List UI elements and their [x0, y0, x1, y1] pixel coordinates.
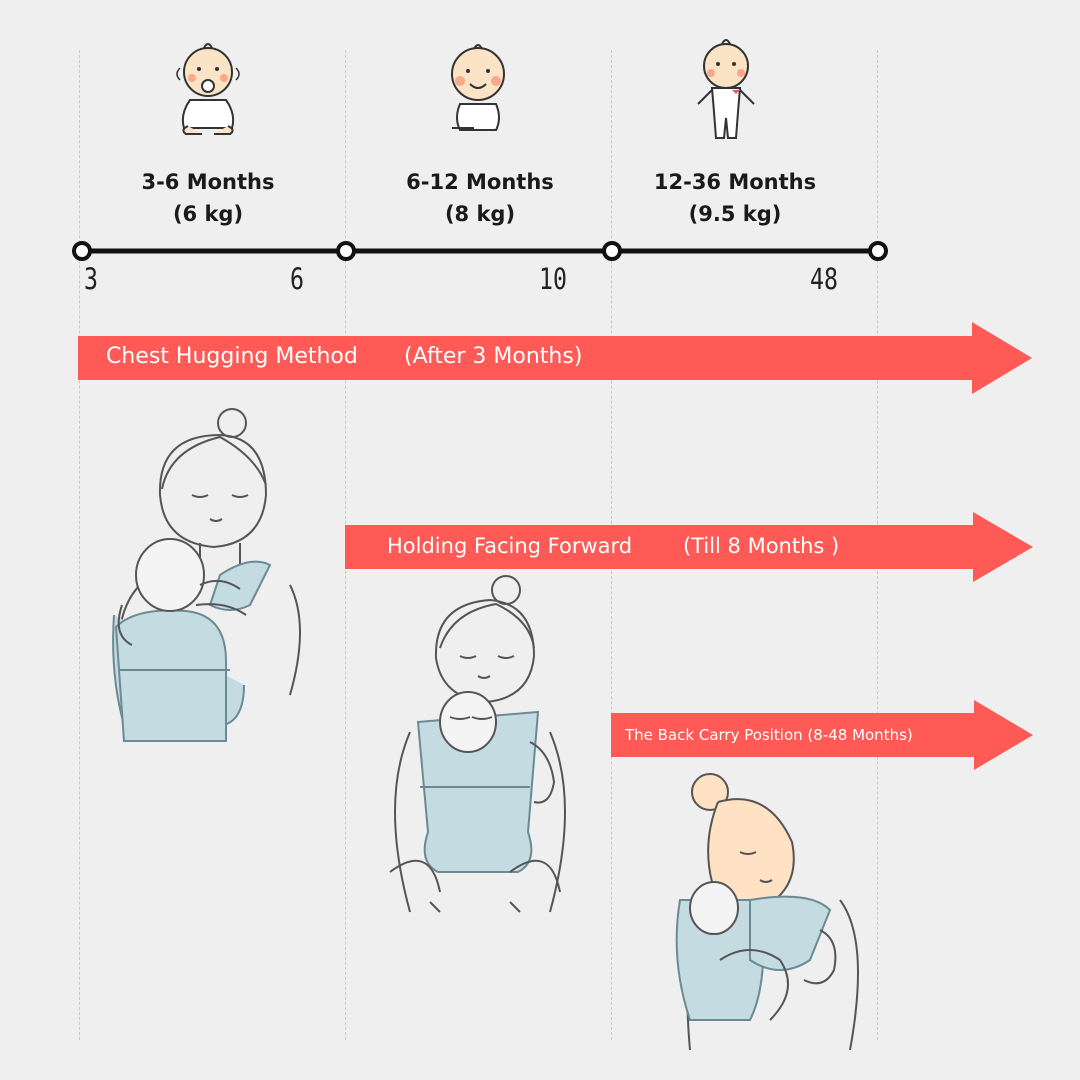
- method-note: (Till 8 Months ): [683, 534, 840, 558]
- age-label-stage-3: 12-36 Months (9.5 kg): [625, 166, 845, 230]
- method-name: Holding Facing Forward: [387, 534, 633, 558]
- method-note: (After 3 Months): [404, 344, 583, 369]
- arrow-back-carry: The Back Carry Position (8-48 Months): [611, 700, 1034, 770]
- standing-toddler-icon: [697, 39, 755, 139]
- arrow-shape: [78, 322, 1032, 394]
- timeline-node: [72, 241, 92, 261]
- stage-weight: (9.5 kg): [688, 202, 782, 226]
- method-name: Chest Hugging Method: [106, 344, 358, 369]
- method-name: The Back Carry Position (8-48 Months): [625, 726, 913, 744]
- arrow-chest-hugging: Chest Hugging Method (After 3 Months): [78, 322, 1034, 394]
- stage-months: 12-36 Months: [653, 170, 817, 194]
- mother-forward-facing-illustration: [389, 575, 566, 913]
- timeline-node: [602, 241, 622, 261]
- tick-label: 6: [290, 262, 304, 296]
- arrow-facing-forward: Holding Facing Forward (Till 8 Months ): [345, 512, 1034, 582]
- stage-weight: (8 kg): [444, 202, 516, 226]
- age-label-stage-2: 6-12 Months (8 kg): [370, 166, 590, 230]
- arrow-shape: [345, 512, 1033, 582]
- age-label-stage-1: 3-6 Months (6 kg): [98, 166, 318, 230]
- timeline-node: [868, 241, 888, 261]
- age-timeline: [72, 241, 888, 261]
- arrow-shape: [611, 700, 1033, 770]
- stage-months: 6-12 Months: [406, 170, 554, 194]
- timeline-node: [336, 241, 356, 261]
- stage-weight: (6 kg): [172, 202, 244, 226]
- tick-label: 10: [539, 262, 567, 296]
- mother-back-carry-illustration: [675, 773, 859, 1051]
- smiling-sitting-baby-icon: [451, 44, 505, 131]
- stage-months: 3-6 Months: [141, 170, 275, 194]
- mother-chest-hug-illustration: [112, 408, 301, 742]
- baby-with-pacifier-icon: [176, 43, 240, 135]
- tick-label: 48: [810, 262, 838, 296]
- column-divider: [79, 50, 80, 1040]
- tick-label: 3: [84, 262, 98, 296]
